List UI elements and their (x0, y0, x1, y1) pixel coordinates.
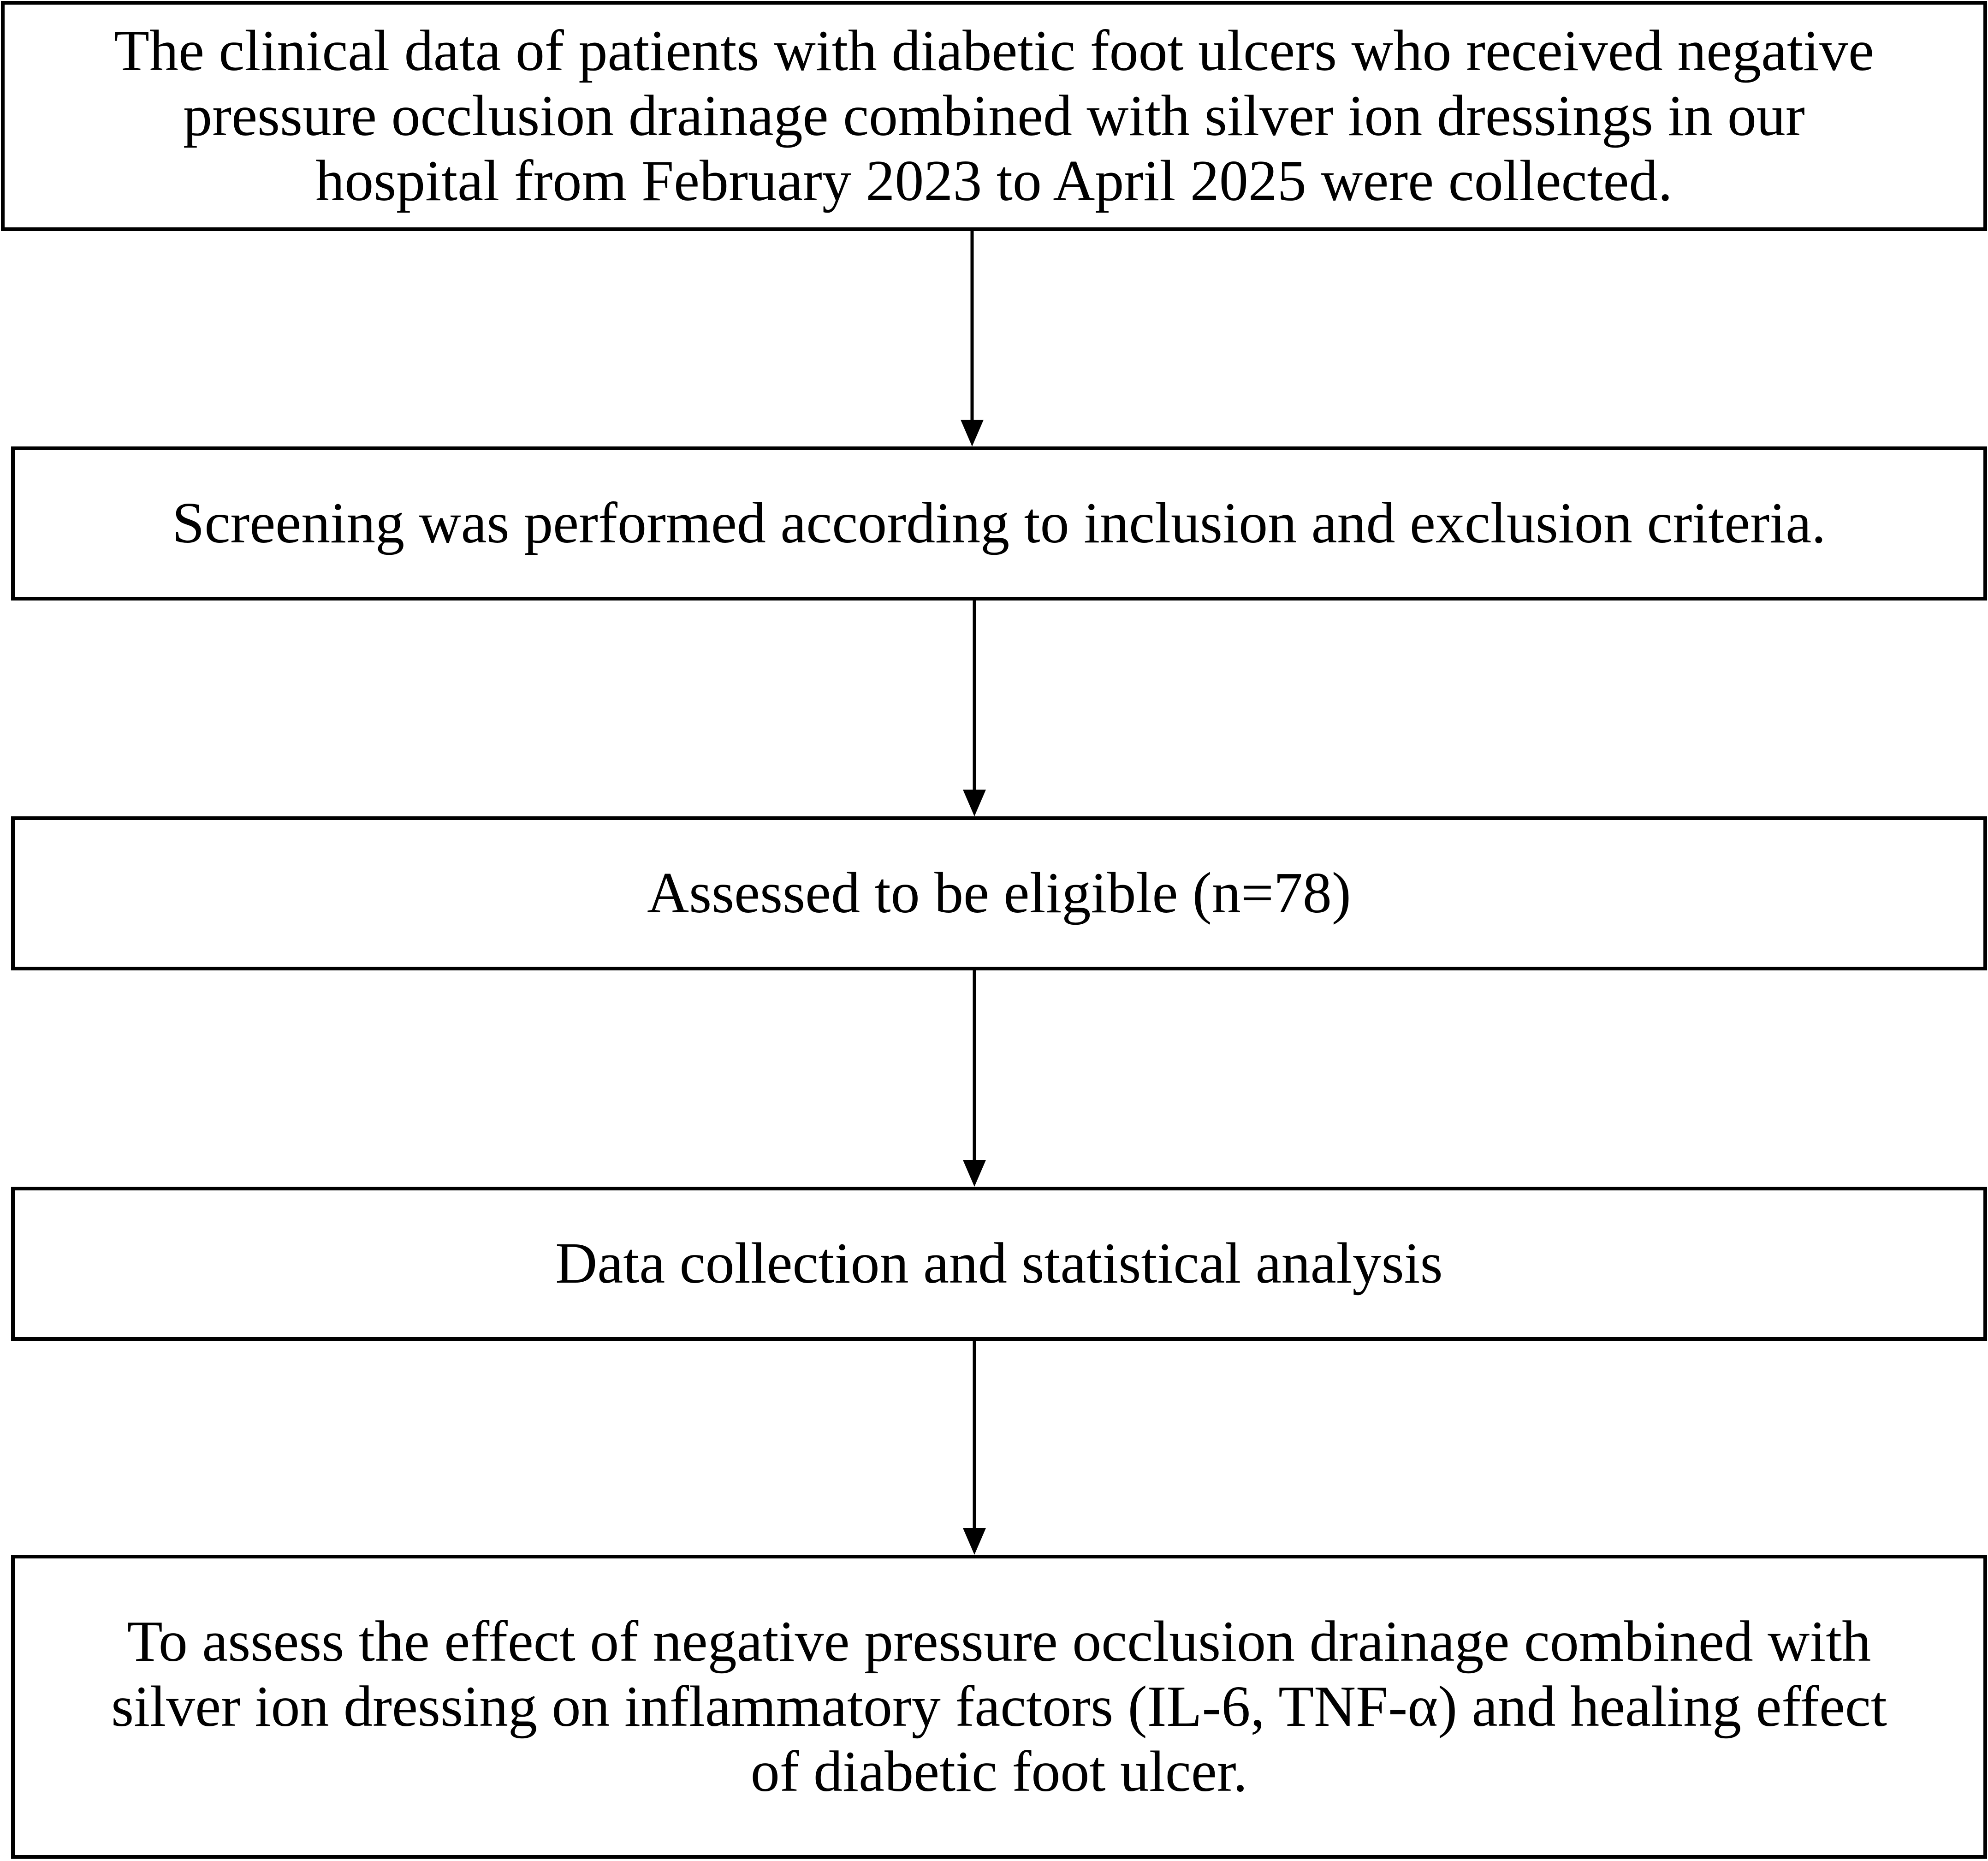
step-3-text: Assessed to be eligible (n=78) (647, 861, 1351, 926)
arrowhead-3 (963, 1160, 986, 1187)
step-2-text: Screening was performed according to inc… (172, 491, 1826, 556)
step-5-text: To assess the effect of negative pressur… (111, 1609, 1887, 1804)
arrowhead-1 (961, 420, 984, 446)
step-4-analysis: Data collection and statistical analysis (11, 1187, 1987, 1341)
step-5-assessment: To assess the effect of negative pressur… (11, 1555, 1987, 1859)
step-1-text: The clinical data of patients with diabe… (114, 18, 1874, 214)
step-2-screening: Screening was performed according to inc… (11, 446, 1987, 601)
step-4-text: Data collection and statistical analysis (555, 1231, 1443, 1296)
step-3-eligible: Assessed to be eligible (n=78) (11, 816, 1987, 970)
arrowhead-4 (963, 1528, 986, 1555)
step-1-data-collection-source: The clinical data of patients with diabe… (1, 1, 1987, 231)
arrowhead-2 (963, 790, 986, 816)
